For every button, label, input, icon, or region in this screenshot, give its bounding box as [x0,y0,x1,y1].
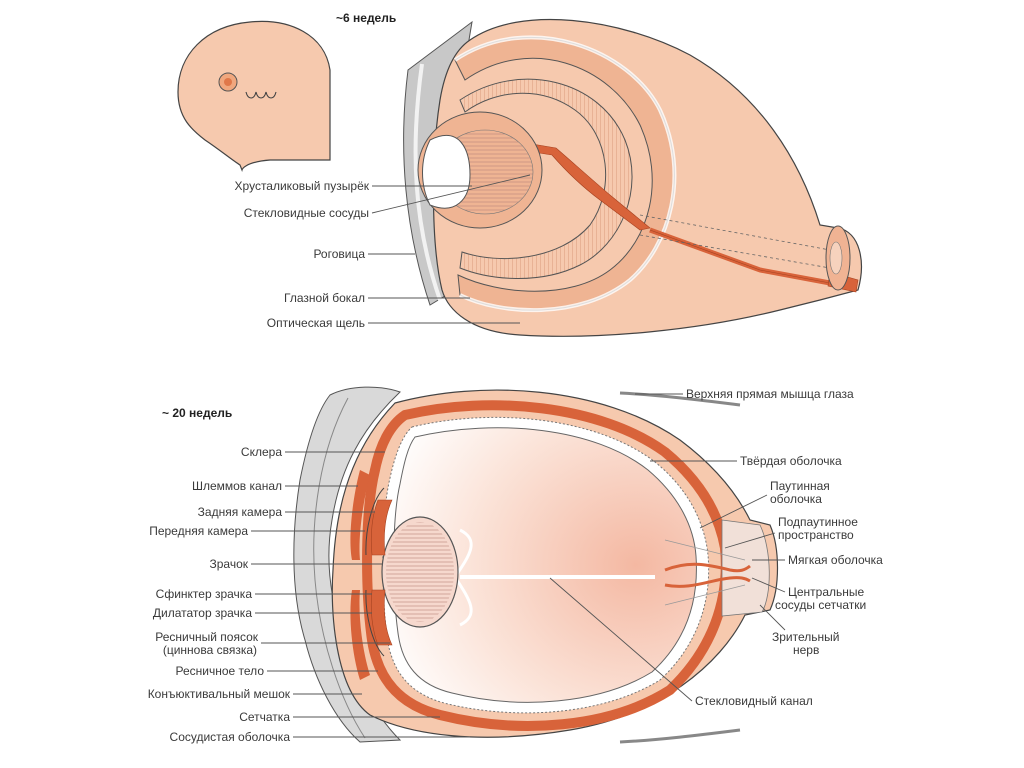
label-hyaloid-canal: Стекловидный канал [695,694,813,708]
leader-optic-nerve [759,604,786,631]
bottom-labels: ~ 20 недель Склера Шлеммов канал Задняя … [148,387,883,744]
label-subarachnoid-line1: Подпаутинное [778,515,858,529]
label-pupil: Зрачок [209,557,248,571]
label-subarachnoid-line2: пространство [778,528,854,542]
top-labels: ~6 недель Хрусталиковый пузырёк Стеклови… [235,11,531,330]
label-arachnoid-line1: Паутинная [770,479,830,493]
eyeball-drawing [331,389,779,744]
label-optic-nerve-line2: нерв [793,643,819,657]
label-zonule-line1: Ресничный поясок [155,630,259,644]
leader-arachnoid [699,494,768,529]
label-central-vessels-line2: сосуды сетчатки [775,598,866,612]
leader-subarachnoid [724,532,776,549]
label-pia: Мягкая оболочка [788,553,883,567]
label-dilator: Дилататор зрачка [153,606,252,620]
embryo-silhouette [177,20,331,172]
label-sphincter: Сфинктер зрачка [156,587,253,601]
label-retina: Сетчатка [239,710,290,724]
label-optic-nerve-line1: Зрительный [772,630,839,644]
label-anterior-chamber: Передняя камера [149,524,248,538]
label-cornea: Роговица [313,247,365,261]
label-lens-vesicle: Хрусталиковый пузырёк [235,179,370,193]
label-schlemm-canal: Шлеммов канал [192,479,282,493]
label-hyaloid-vessels: Стекловидные сосуды [244,206,369,220]
stage-label-6-weeks: ~6 недель [336,11,396,25]
label-dura: Твёрдая оболочка [740,454,842,468]
label-optic-fissure: Оптическая щель [267,316,365,330]
optic-cup-drawing [417,19,862,337]
label-optic-cup: Глазной бокал [284,291,365,305]
stage-label-20-weeks: ~ 20 недель [162,406,232,420]
leader-hyaloid-vessels [371,174,531,214]
label-central-vessels-line1: Центральные [788,585,865,599]
label-zonule-line2: (циннова связка) [163,643,257,657]
label-ciliary-body: Ресничное тело [176,664,265,678]
label-posterior-chamber: Задняя камера [198,505,283,519]
label-choroid: Сосудистая оболочка [170,730,291,744]
label-arachnoid-line2: оболочка [770,492,822,506]
label-superior-rectus: Верхняя прямая мышца глаза [686,387,854,401]
leader-hyaloid-canal [549,577,693,702]
label-sclera: Склера [241,445,282,459]
label-conjunctival-sac: Конъюктивальный мешок [148,687,291,701]
leader-central-vessels [751,577,786,593]
